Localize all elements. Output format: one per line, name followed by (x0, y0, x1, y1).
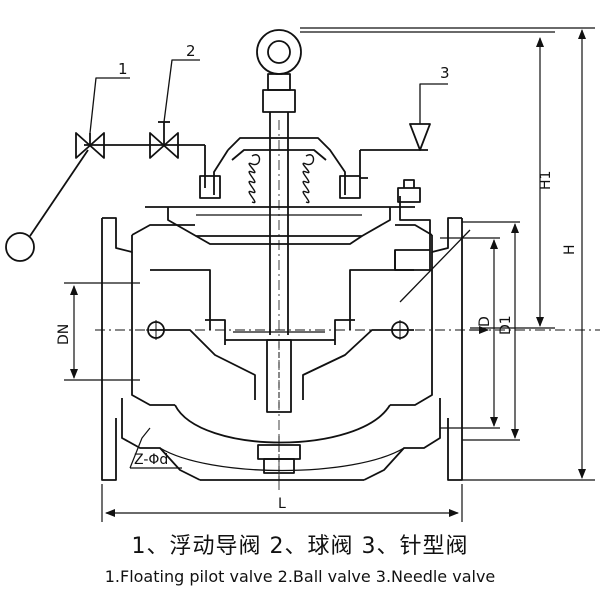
center-line (95, 120, 600, 490)
dim-h-label: H (562, 244, 578, 255)
lifting-eye (256, 29, 302, 113)
caption-chinese: 1、浮动导阀 2、球阀 3、针型阀 (131, 534, 469, 559)
dim-d-label: D (477, 316, 493, 327)
pilot-line (84, 144, 206, 188)
valve-body (101, 217, 463, 481)
dim-dn-label: DN (56, 324, 72, 345)
spring (248, 154, 315, 204)
callout-1-label: 1 (118, 60, 128, 78)
dim-h1-label: H1 (538, 171, 554, 190)
dim-zphid-label: Z-Φd (134, 452, 168, 468)
float-lever (29, 149, 89, 237)
dimension-lines (64, 27, 595, 522)
ball-valve (149, 121, 179, 159)
dim-d1-label: D1 (498, 315, 514, 335)
floating-pilot-valve (75, 132, 105, 159)
caption-english: 1.Floating pilot valve 2.Ball valve 3.Ne… (104, 567, 496, 586)
dim-l-label: L (278, 496, 286, 512)
callout-leaders (89, 59, 448, 134)
callout-2-label: 2 (186, 42, 196, 60)
float-ball (5, 232, 35, 262)
pilot-tube-right (394, 179, 471, 303)
callout-3-label: 3 (440, 64, 450, 82)
needle-valve (359, 123, 431, 179)
bonnet (199, 137, 361, 199)
